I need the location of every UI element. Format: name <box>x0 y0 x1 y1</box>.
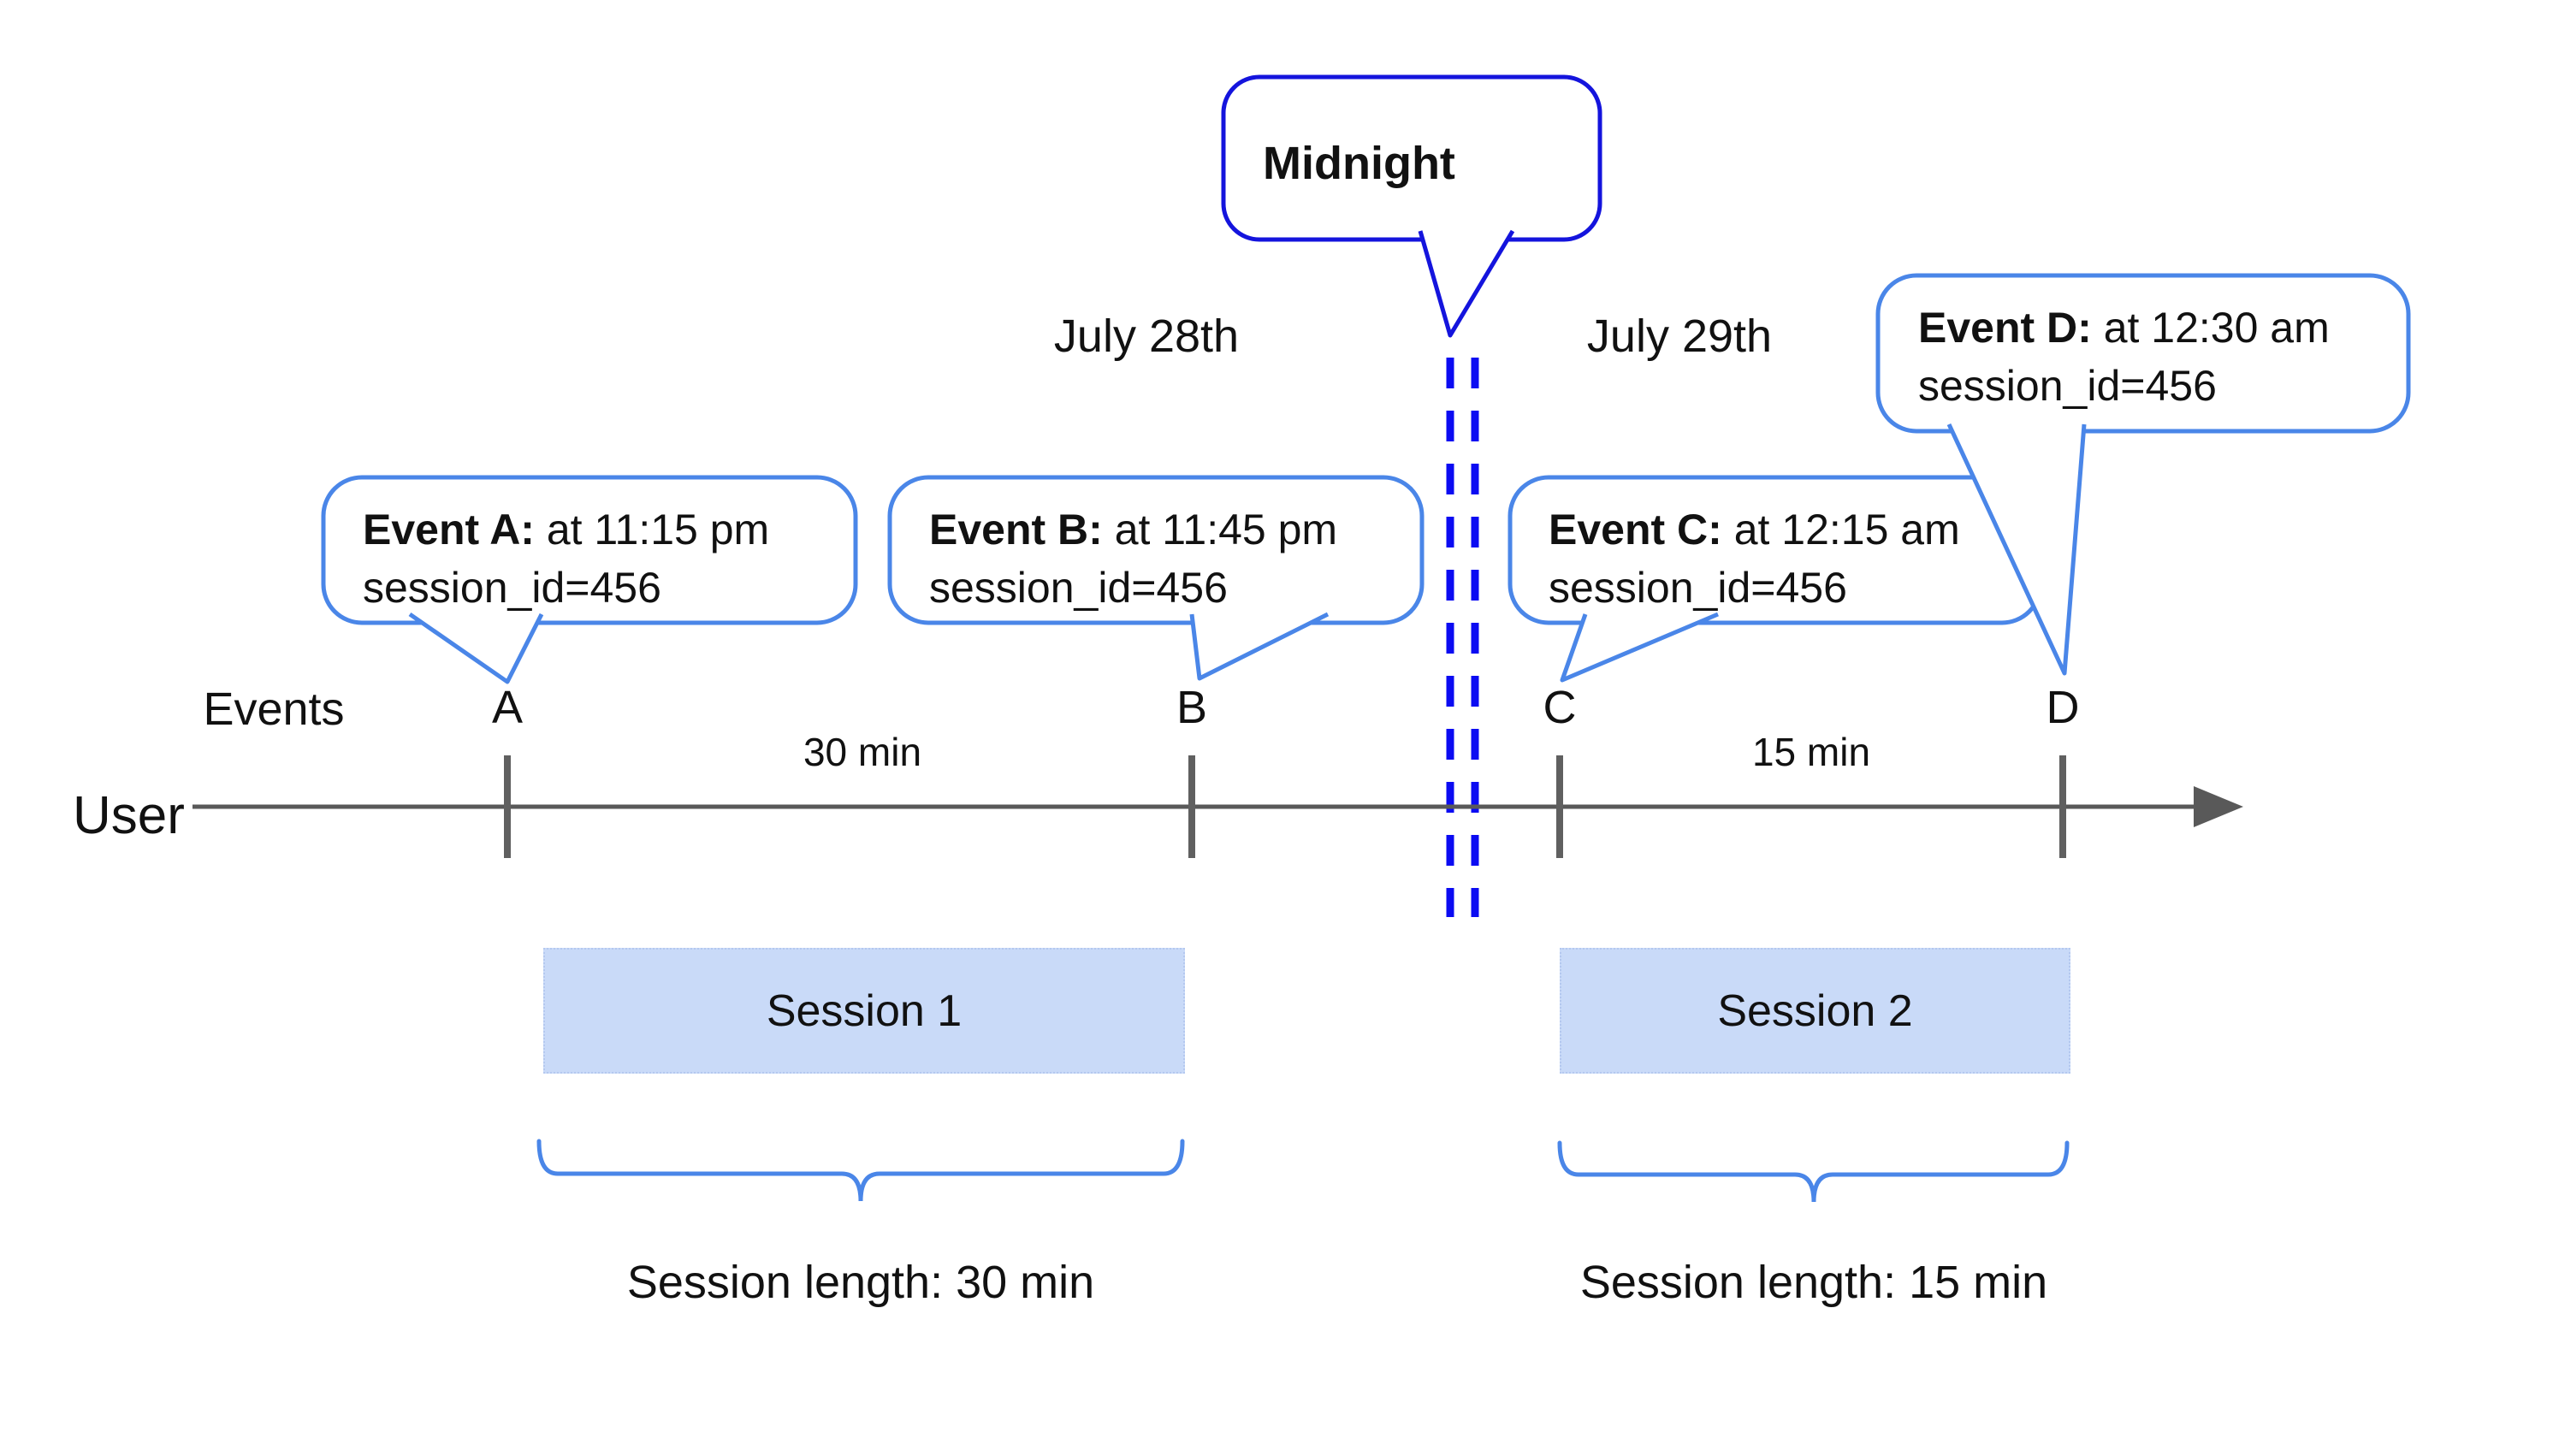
session1-label: Session 1 <box>766 985 963 1036</box>
user-axis-label: User <box>73 786 185 845</box>
session1-brace <box>536 1139 1185 1202</box>
event-marker-c: C <box>1543 682 1577 733</box>
date-label-july-29: July 29th <box>1586 311 1773 362</box>
event-a-label: Event A: <box>363 506 535 553</box>
callout-tail-event-a <box>408 612 544 684</box>
callout-bubble-event-b <box>887 475 1425 625</box>
callout-bubble-event-d <box>1875 273 2411 434</box>
event-b-session-id: session_id=456 <box>929 564 1228 612</box>
event-d-session-id: session_id=456 <box>1918 362 2217 410</box>
event-marker-b: B <box>1176 682 1208 733</box>
event-d-label: Event D: <box>1918 304 2092 352</box>
callout-tail-event-c <box>1560 612 1719 683</box>
callout-bubble-event-a <box>321 475 858 625</box>
callout-tail-event-d <box>1946 423 2087 676</box>
interval-label-15min: 15 min <box>1751 730 1871 774</box>
event-c-time: at 12:15 am <box>1721 506 1960 553</box>
event-a-time: at 11:15 pm <box>534 506 770 553</box>
callout-tail-event-b <box>1189 612 1330 681</box>
midnight-callout-tail <box>1418 229 1515 338</box>
session2-box: Session 2 <box>1560 948 2070 1074</box>
callout-text-event-d: Event D: at 12:30 am session_id=456 <box>1918 299 2330 414</box>
interval-label-30min: 30 min <box>803 730 922 774</box>
event-b-label: Event B: <box>929 506 1103 553</box>
session2-label: Session 2 <box>1717 985 1913 1036</box>
callout-text-event-a: Event A: at 11:15 pm session_id=456 <box>363 501 769 616</box>
event-d-time: at 12:30 am <box>2091 304 2330 352</box>
events-axis-label: Events <box>203 684 345 735</box>
midnight-label: Midnight <box>1263 138 1455 189</box>
session1-length-label: Session length: 30 min <box>626 1257 1095 1308</box>
event-marker-d: D <box>2046 682 2080 733</box>
event-c-session-id: session_id=456 <box>1549 564 1847 612</box>
date-label-july-28: July 28th <box>1053 311 1240 362</box>
event-c-label: Event C: <box>1549 506 1722 553</box>
session1-box: Session 1 <box>543 948 1185 1074</box>
callout-text-event-b: Event B: at 11:45 pm session_id=456 <box>929 501 1337 616</box>
event-a-session-id: session_id=456 <box>363 564 661 612</box>
event-marker-a: A <box>491 682 524 733</box>
callout-text-event-c: Event C: at 12:15 am session_id=456 <box>1549 501 1960 616</box>
session2-brace <box>1557 1140 2070 1203</box>
session2-length-label: Session length: 15 min <box>1579 1257 2048 1308</box>
event-b-time: at 11:45 pm <box>1102 506 1338 553</box>
timeline-arrowhead-icon <box>2194 786 2243 827</box>
midnight-callout-bubble <box>1221 74 1602 242</box>
